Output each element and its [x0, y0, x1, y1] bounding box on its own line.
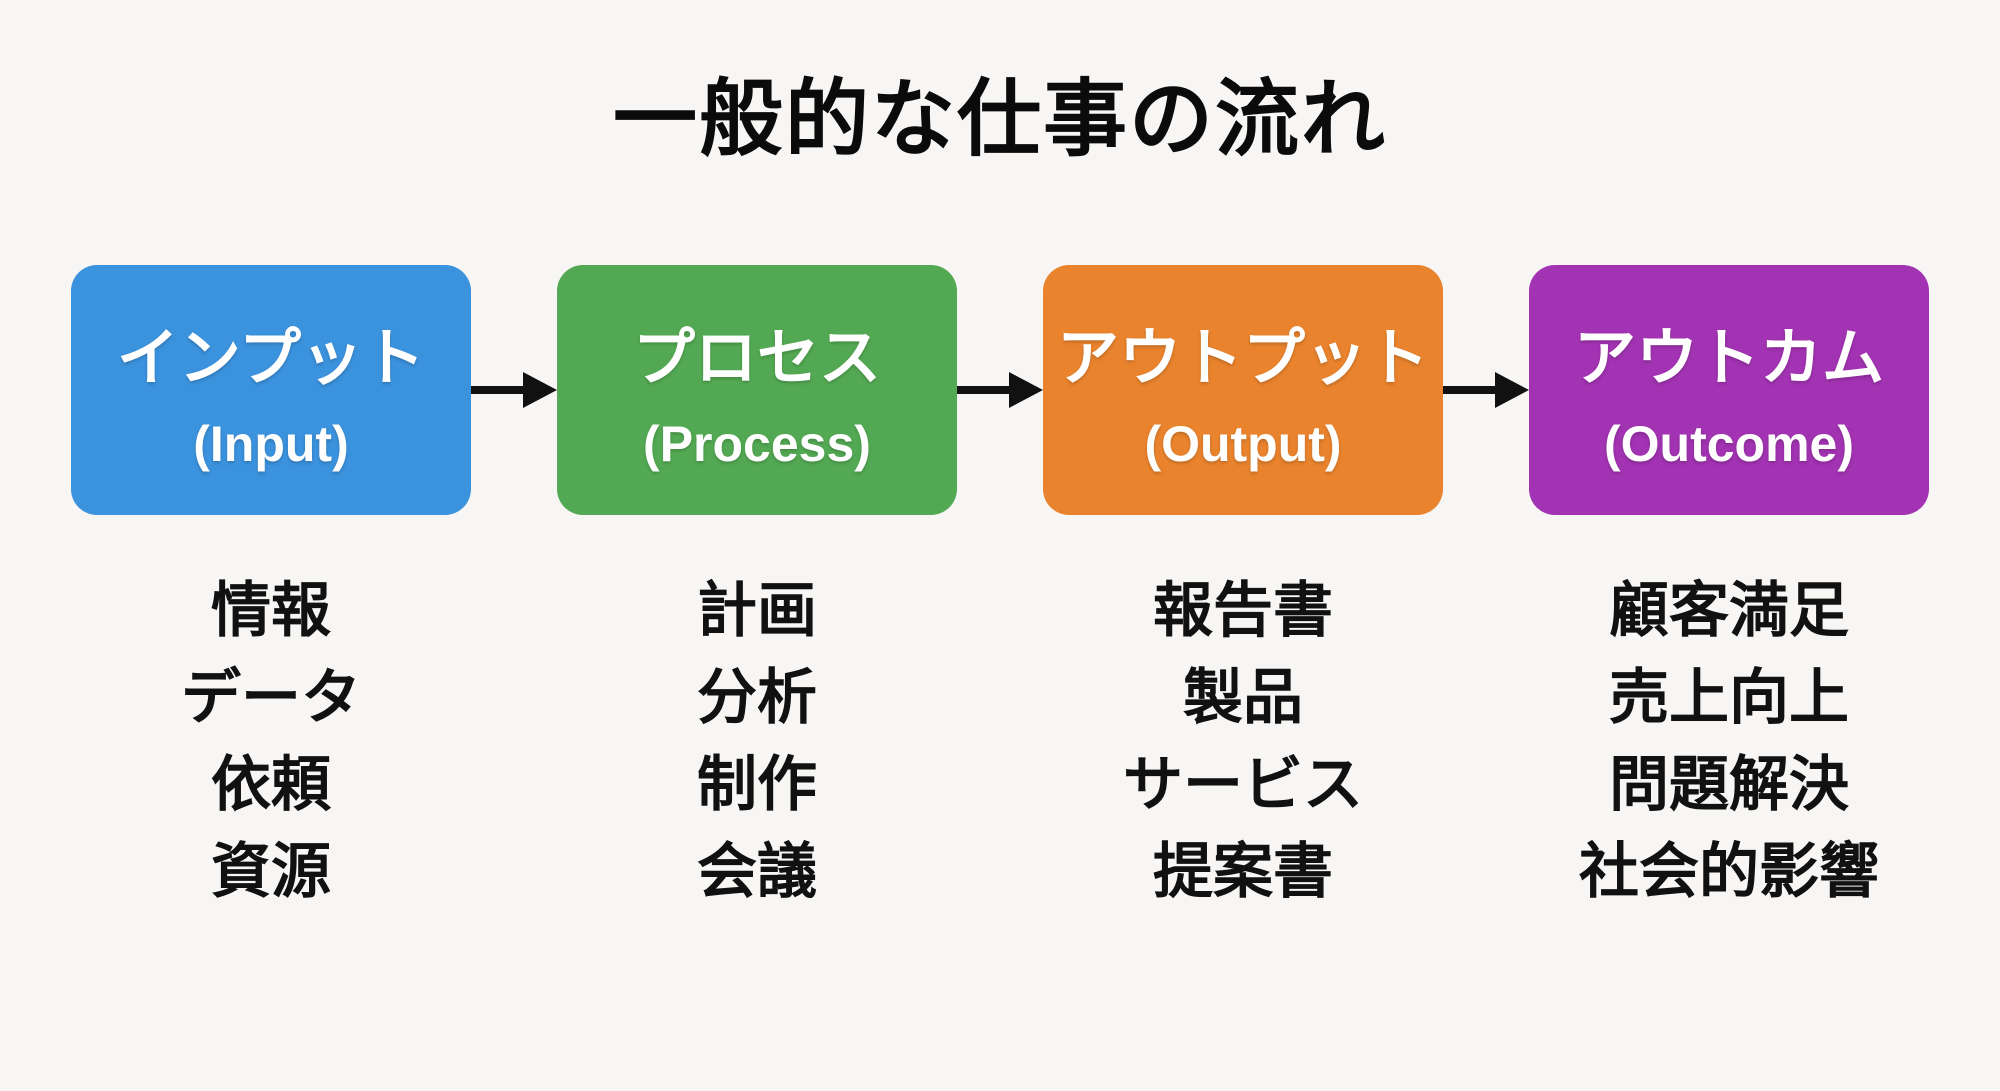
stage-box-input: インプット (Input)	[71, 265, 471, 515]
stage-box-outcome: アウトカム (Outcome)	[1529, 265, 1929, 515]
arrow-right-icon	[1443, 265, 1529, 515]
stage-input-name-en: (Input)	[193, 416, 349, 472]
stage-item: 提案書	[1153, 838, 1333, 905]
diagram-title: 一般的な仕事の流れ	[612, 72, 1387, 166]
stage-item: 資源	[211, 838, 331, 905]
flow-row: インプット (Input) プロセス (Process) アウトプット (Out…	[0, 265, 2000, 515]
stage-item: サービス	[1123, 751, 1363, 818]
arrow-right-icon	[957, 265, 1043, 515]
stage-item: 計画	[697, 577, 817, 644]
stage-item: 分析	[697, 664, 817, 731]
stage-items-process: 計画 分析 制作 会議	[557, 567, 957, 915]
stage-item: 売上向上	[1609, 664, 1849, 731]
stage-item: 製品	[1183, 664, 1303, 731]
stage-items-row: 情報 データ 依頼 資源 計画 分析 制作 会議 報告書 製品 サービス 提案書…	[0, 567, 2000, 915]
stage-output-name-en: (Output)	[1144, 416, 1342, 472]
stage-item: 問題解決	[1609, 751, 1849, 818]
stage-items-outcome: 顧客満足 売上向上 問題解決 社会的影響	[1529, 567, 1929, 915]
stage-outcome-name-ja: アウトカム	[1573, 324, 1884, 393]
stage-items-input: 情報 データ 依頼 資源	[71, 567, 471, 915]
stage-item: 制作	[697, 751, 817, 818]
stage-item: 情報	[211, 577, 331, 644]
arrow-right-icon	[471, 265, 557, 515]
stage-box-output: アウトプット (Output)	[1043, 265, 1443, 515]
stage-box-process: プロセス (Process)	[557, 265, 957, 515]
stage-item: 依頼	[211, 751, 331, 818]
stage-item: 会議	[697, 838, 817, 905]
stage-item: 報告書	[1153, 577, 1333, 644]
stage-item: 社会的影響	[1579, 838, 1879, 905]
stage-input-name-ja: インプット	[116, 324, 426, 393]
stage-outcome-name-en: (Outcome)	[1604, 416, 1854, 472]
stage-process-name-en: (Process)	[643, 416, 871, 472]
stage-output-name-ja: アウトプット	[1056, 324, 1429, 393]
stage-item: データ	[181, 664, 361, 731]
stage-item: 顧客満足	[1609, 577, 1849, 644]
stage-process-name-ja: プロセス	[632, 324, 881, 393]
stage-items-output: 報告書 製品 サービス 提案書	[1043, 567, 1443, 915]
